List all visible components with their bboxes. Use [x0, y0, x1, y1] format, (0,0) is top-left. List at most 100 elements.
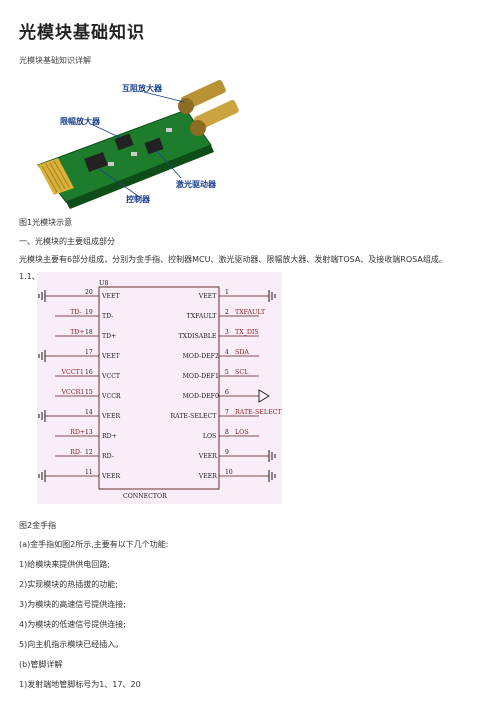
pin-number: 17: [85, 349, 93, 356]
pin-number: 7: [225, 409, 229, 416]
pin-number: 10: [225, 469, 233, 476]
pin-name: VEER: [198, 473, 218, 480]
ground-symbol: [38, 290, 55, 302]
ground-symbol: [259, 450, 276, 462]
pin-number: 14: [85, 409, 93, 416]
pin-number: 5: [225, 369, 229, 376]
ground-symbol: [38, 410, 55, 422]
page-subtitle: 光模块基础知识详解: [19, 56, 91, 65]
pin-name: MOD-DEF0: [183, 393, 219, 400]
pin-name: TD+: [102, 333, 116, 340]
section1-body: 光模块主要有6部分组成，分别为金手指、控制器MCU、激光驱动器、限幅放大器、发射…: [19, 255, 447, 264]
gold-finger-schematic: U8 CONNECTOR 20VEET19TD-TD-18TD+TD+17VEE…: [37, 272, 282, 504]
net-label: VCCR1: [61, 389, 85, 396]
pin-name: VEET: [101, 293, 121, 300]
section2-line: 2)实现模块的热插拔的功能;: [19, 580, 118, 589]
ground-symbol: [38, 350, 55, 362]
section2-line: (a)金手指如图2所示,主要有以下几个功能:: [19, 540, 169, 549]
pin-name: MOD-DEF2: [183, 353, 219, 360]
section2-line: 1)给模块来提供供电回路;: [19, 560, 110, 569]
ground-symbol: [38, 470, 55, 482]
pin-name: VCCT: [101, 373, 121, 380]
figure1-caption: 图1光模块示意: [19, 218, 73, 227]
net-label: TXFAULT: [235, 309, 266, 316]
net-label: LOS: [235, 429, 249, 436]
pin-name: RD+: [102, 433, 117, 440]
section2-line: 1)发射端地管脚标号为1、17、20: [19, 680, 141, 689]
pin-number: 3: [225, 329, 229, 336]
pin-number: 9: [225, 449, 229, 456]
right-pin-group: 1VEET2TXFAULTTXFAULT3TXDISABLETX_DIS4MOD…: [170, 289, 282, 482]
net-label: TD-: [70, 309, 82, 316]
label-limiting-amp: 限幅放大器: [60, 116, 101, 126]
pcb-shadow: [66, 145, 214, 209]
pin-name: LOS: [203, 433, 216, 440]
pin-number: 4: [225, 349, 229, 356]
pin-number: 6: [225, 389, 229, 396]
pin-number: 18: [85, 329, 93, 336]
pin-name: TXDISABLE: [179, 333, 217, 340]
pin-number: 8: [225, 429, 229, 436]
net-label: TX_DIS: [235, 329, 259, 336]
pin-name: VEET: [198, 293, 218, 300]
connector-footer: CONNECTOR: [123, 493, 167, 500]
section2-line: 3)为模块的高速信号提供连接;: [19, 600, 126, 609]
optical-subassembly-tosa: [178, 79, 226, 114]
pin-number: 13: [85, 429, 93, 436]
pin-name: TD-: [102, 313, 113, 320]
optical-subassembly-rosa: [190, 99, 239, 136]
net-label: RD+: [70, 429, 85, 436]
module-illustration: 互阻放大器 限幅放大器 激光驱动器 控制器: [37, 79, 239, 209]
chip-laser-driver: [144, 137, 164, 155]
pin-number: 16: [85, 369, 93, 376]
net-label: TD+: [70, 329, 85, 336]
pin-number: 15: [85, 389, 93, 396]
pin-number: 19: [85, 309, 93, 316]
net-label: RD-: [70, 449, 82, 456]
net-label: VCCT1: [61, 369, 84, 376]
chip-controller: [84, 152, 108, 172]
label-laser-driver: 激光驱动器: [176, 179, 217, 189]
net-label: RATE-SELECT: [235, 409, 282, 416]
pin-number: 20: [85, 289, 93, 296]
pin-name: VCCR: [101, 393, 121, 400]
section1-heading: 一、光模块的主要组成部分: [19, 237, 115, 246]
component-ref: U8: [99, 279, 109, 287]
pin-number: 1: [225, 289, 229, 296]
pin-number: 2: [225, 309, 229, 316]
pin-name: RATE-SELECT: [170, 413, 217, 420]
net-label: SDA: [235, 349, 249, 356]
label-tia: 互阻放大器: [122, 83, 163, 93]
page-title: 光模块基础知识: [19, 23, 145, 43]
pin-name: VEER: [101, 473, 121, 480]
figure2-caption: 图2金手指: [19, 521, 57, 530]
gold-finger-contacts: [38, 158, 74, 195]
pin-name: TXFAULT: [187, 313, 218, 320]
pin-name: VEER: [198, 453, 218, 460]
connector-body: [98, 286, 220, 490]
chip-limiting-amp: [114, 133, 134, 151]
pin-name: VEET: [101, 353, 121, 360]
net-label: SCL: [235, 369, 249, 376]
pin-number: 12: [85, 449, 93, 456]
pin-name: VEER: [101, 413, 121, 420]
left-pin-group: 20VEET19TD-TD-18TD+TD+17VEET16VCCTVCCT11…: [38, 289, 121, 482]
ground-symbol: [259, 470, 276, 482]
